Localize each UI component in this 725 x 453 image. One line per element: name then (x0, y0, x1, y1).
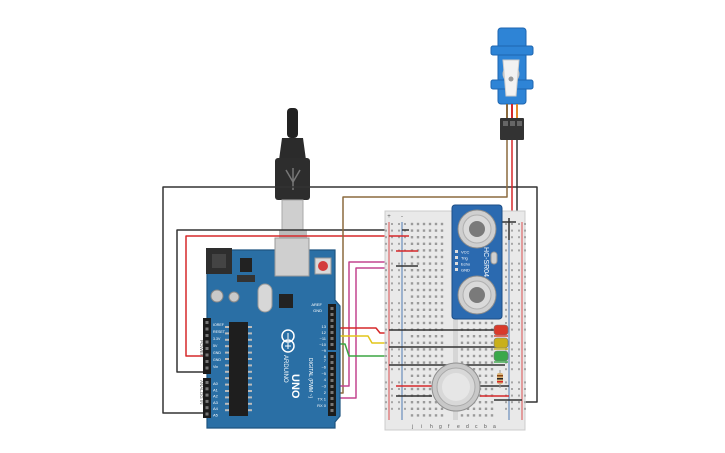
led-red[interactable] (493, 324, 509, 337)
power-pin-label: GND (213, 358, 221, 362)
usb-port[interactable] (274, 237, 310, 277)
arduino-uno: ARDUINO UNO DIGITAL (PWM ~) ANALOG IN PO… (199, 237, 341, 429)
power-pin-label: IOREF (213, 323, 225, 327)
power-header (203, 318, 211, 374)
digital-pin-label: 2 (324, 390, 327, 395)
column-letter: d (466, 424, 469, 430)
digital-header-bottom (328, 352, 336, 416)
sensor-pin-label: Echo (461, 262, 471, 267)
digital-pin-label: ~10 (319, 342, 327, 347)
servo-connector (500, 104, 524, 140)
power-pin-label: 3.3V (213, 337, 221, 341)
sensor-pin-label: GND (461, 268, 470, 273)
digital-pin-label: ~9 (321, 348, 326, 353)
arduino-logo (281, 329, 295, 353)
sensor-transducer-top (457, 209, 497, 249)
analog-header-label: ANALOG IN (199, 380, 204, 405)
leds (493, 324, 509, 363)
digital-pin-label: 13 (322, 324, 327, 329)
analog-pin-label: A0 (213, 381, 219, 386)
digital-pin-label: 8 (324, 354, 327, 359)
analog-pin-label: A4 (213, 406, 219, 411)
microcontroller-chip (229, 322, 248, 416)
column-letter: i (421, 424, 422, 430)
digital-pin-label: ~3 (321, 384, 326, 389)
arduino-model-text: UNO (289, 374, 301, 399)
column-letter: a (493, 424, 496, 430)
sensor-pin-label: VCC (461, 250, 470, 255)
wire-gnd-inner[interactable] (176, 229, 393, 373)
digital-header-label: DIGITAL (PWM ~) (307, 358, 313, 398)
usb-cable (275, 108, 310, 238)
column-letter: e (457, 424, 460, 430)
gnd-label: GND (313, 308, 322, 313)
column-letter: h (430, 424, 433, 430)
digital-pin-label: 7 (324, 358, 327, 363)
sensor-model-label: HC-SR04 (482, 247, 489, 277)
sensor-transducer-bottom (457, 275, 497, 315)
analog-pin-label: A5 (213, 413, 219, 418)
servo-motor (490, 27, 534, 105)
digital-pin-label: 12 (322, 330, 327, 335)
analog-pin-label: A3 (213, 400, 219, 405)
digital-pin-label: ~6 (321, 364, 326, 369)
analog-pin-label: A1 (213, 387, 219, 392)
column-letter: j (411, 424, 413, 430)
column-letter: f (448, 424, 450, 430)
digital-pin-label: ~5 (321, 371, 326, 376)
wire-5v[interactable] (185, 235, 386, 357)
arduino-brand-text: ARDUINO (282, 355, 288, 383)
rail-minus-label: - (401, 214, 403, 220)
power-header-label: POWER (199, 340, 204, 358)
resistor[interactable] (497, 370, 503, 388)
power-pin-label: GND (213, 351, 221, 355)
digital-pin-label: TX 1 (318, 396, 327, 401)
sensor-pin-label: Trig (461, 256, 468, 261)
power-pin-label: RESET (213, 330, 226, 334)
aref-label: AREF (311, 302, 322, 307)
led-green[interactable] (493, 350, 509, 363)
gas-sensor[interactable] (431, 362, 481, 412)
analog-header (203, 378, 211, 418)
digital-pin-label: RX 0 (317, 403, 327, 408)
digital-pin-label: ~11 (320, 336, 327, 341)
digital-pin-label: 4 (324, 377, 327, 382)
led-yellow[interactable] (493, 337, 509, 350)
column-letter: b (484, 424, 487, 430)
column-letter: c (475, 424, 478, 430)
wire-gnd-outer[interactable] (162, 186, 538, 414)
analog-pin-label: A2 (213, 394, 219, 399)
power-pin-label: 5V (213, 344, 218, 348)
power-pin-label: Vin (213, 365, 218, 369)
rail-plus-label: + (387, 214, 391, 220)
column-letter: g (439, 424, 442, 430)
